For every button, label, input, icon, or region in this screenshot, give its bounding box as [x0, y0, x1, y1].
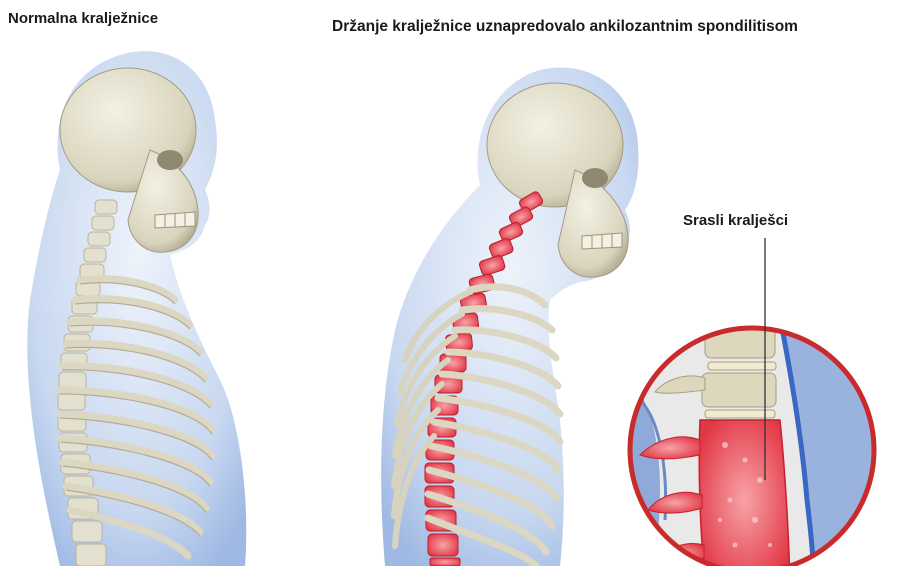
fused-vertebrae-magnified-inset: [630, 328, 880, 566]
normal-spine-figure: [27, 51, 246, 566]
as-spine-figure: [381, 67, 638, 566]
